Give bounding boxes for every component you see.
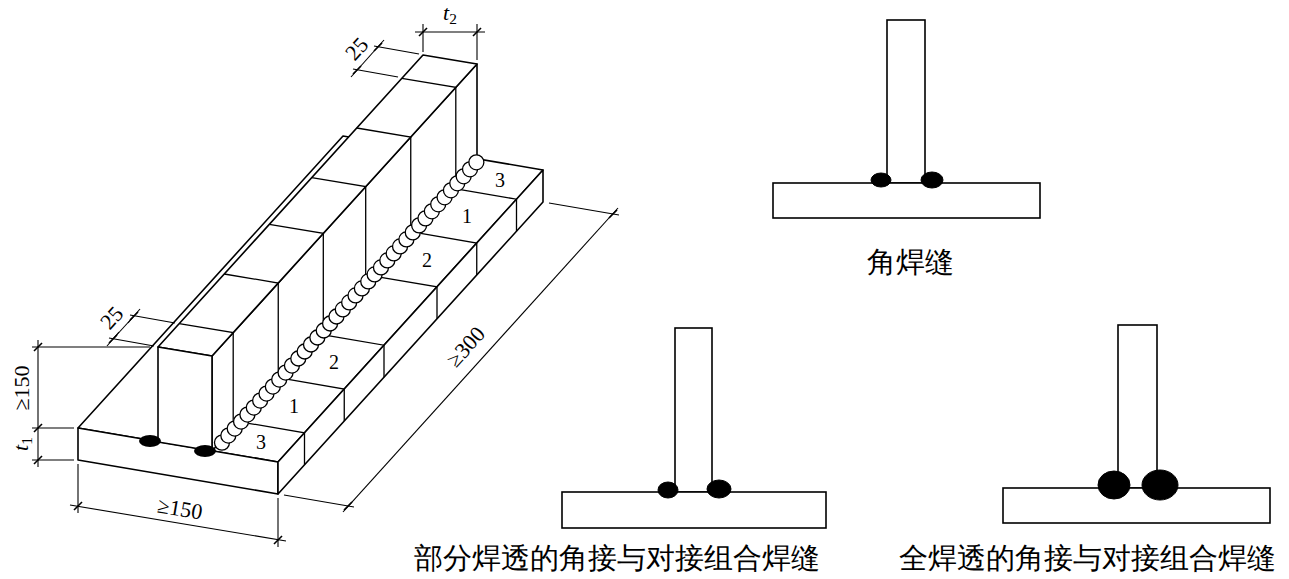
dimension-label: 25 — [96, 302, 127, 333]
callout-number: 3 — [256, 432, 266, 452]
cut-line — [224, 274, 278, 378]
subscript: 2 — [449, 10, 457, 27]
dimension-ticks — [34, 28, 617, 544]
cut-line — [249, 423, 305, 465]
cut-line — [421, 233, 477, 275]
upright-section — [1118, 325, 1157, 488]
cut-line — [461, 190, 517, 232]
specimen — [78, 55, 543, 494]
callout-number: 3 — [495, 170, 505, 190]
cut-line — [357, 128, 411, 232]
symbol: t — [8, 445, 33, 451]
cut-line — [269, 224, 323, 328]
cut-line — [288, 379, 344, 421]
weld-section — [139, 435, 216, 457]
upright-section — [887, 20, 925, 183]
dimension-label: 25 — [341, 33, 372, 64]
caption: 全焊透的角接与对接组合焊缝 — [899, 544, 1276, 573]
weld-ripple — [469, 155, 484, 170]
cut-line — [312, 178, 366, 282]
cut-line — [381, 277, 437, 319]
cut-lines — [179, 78, 516, 464]
weld-section — [194, 445, 216, 457]
dimension-lines — [32, 24, 619, 547]
dimension-label: t2 — [443, 2, 457, 26]
subscript: 1 — [18, 437, 35, 445]
dimension-label: t1 — [10, 437, 34, 451]
callout-number: 2 — [422, 250, 432, 270]
dimension-label: ≥300 — [443, 323, 490, 371]
callout-number: 1 — [462, 206, 472, 226]
plate-section — [773, 183, 1040, 218]
weld-section — [139, 435, 161, 447]
cut-line — [179, 324, 233, 428]
dimension-label: ≥150 — [11, 365, 33, 410]
caption: 角焊缝 — [867, 248, 954, 277]
plate-section — [1003, 488, 1270, 523]
dimension-label: ≥150 — [156, 494, 204, 523]
plate-section — [562, 492, 826, 528]
cross-sections — [562, 20, 1270, 528]
symbol: t — [443, 0, 449, 25]
weld-sections — [658, 172, 1178, 500]
callout-number: 2 — [329, 352, 339, 372]
cut-line — [328, 336, 384, 378]
caption: 部分焊透的角接与对接组合焊缝 — [414, 544, 820, 573]
weld-bead — [214, 155, 483, 450]
cut-line — [402, 78, 456, 182]
upright-front — [158, 347, 212, 451]
callout-number: 1 — [289, 396, 299, 416]
upright-section — [675, 328, 712, 492]
upright-top — [158, 55, 477, 356]
